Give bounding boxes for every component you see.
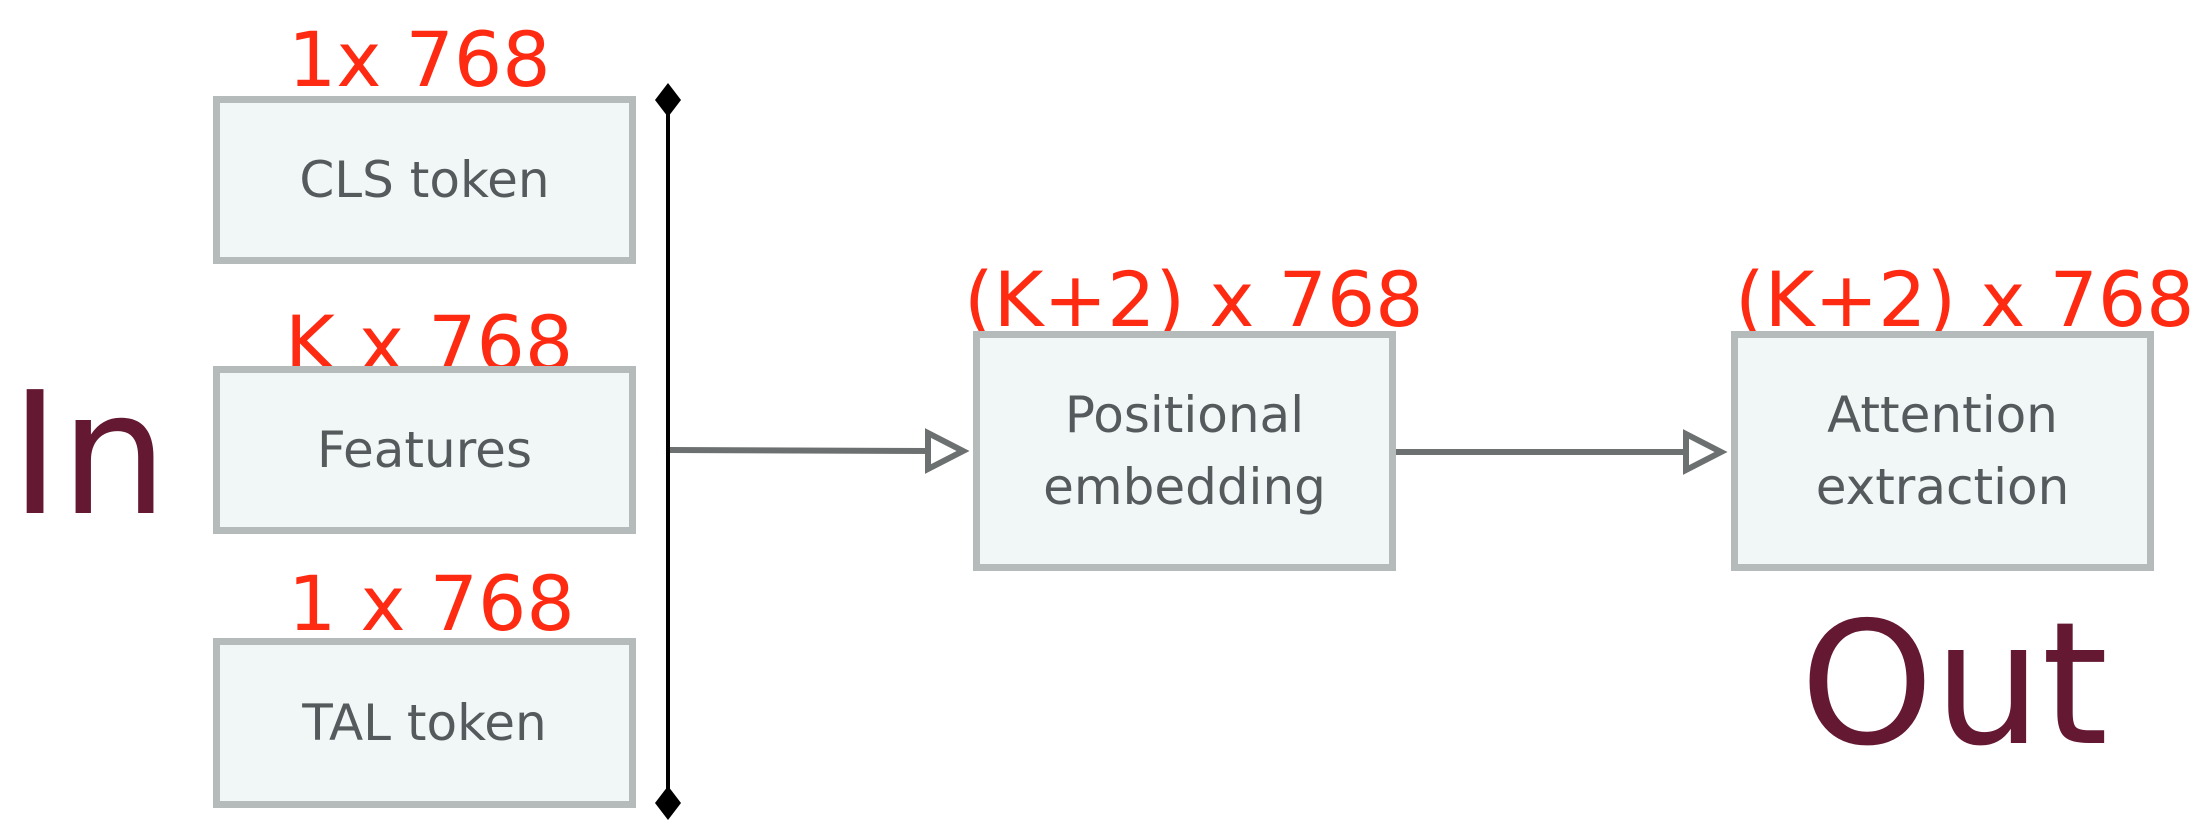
features-label: Features	[317, 420, 532, 479]
output-label: Out	[1800, 586, 2109, 784]
tal-token-label: TAL token	[302, 693, 547, 752]
cls-token-dimension: 1x 768	[288, 15, 551, 104]
positional-embedding-dimension: (K+2) x 768	[964, 255, 1424, 344]
attention-extraction-dimension: (K+2) x 768	[1735, 255, 2195, 344]
concat-bar-top-diamond	[655, 83, 681, 117]
cls-token-label: CLS token	[299, 150, 550, 209]
arrowhead-to-attention	[1683, 429, 1728, 475]
input-label: In	[10, 356, 168, 554]
attention-extraction-box: Attention extraction	[1731, 331, 2154, 571]
tal-token-box: TAL token	[213, 638, 636, 808]
concat-bar-bottom-diamond	[655, 786, 681, 820]
features-box: Features	[213, 366, 636, 534]
attention-extraction-label: Attention extraction	[1815, 385, 2070, 517]
tal-token-dimension: 1 x 768	[288, 559, 575, 648]
positional-embedding-label: Positional embedding	[1043, 385, 1326, 517]
cls-token-box: CLS token	[213, 96, 636, 264]
positional-embedding-box: Positional embedding	[973, 331, 1396, 571]
arrow-bar-to-positional	[669, 447, 931, 454]
arrowhead-to-positional	[925, 428, 970, 474]
